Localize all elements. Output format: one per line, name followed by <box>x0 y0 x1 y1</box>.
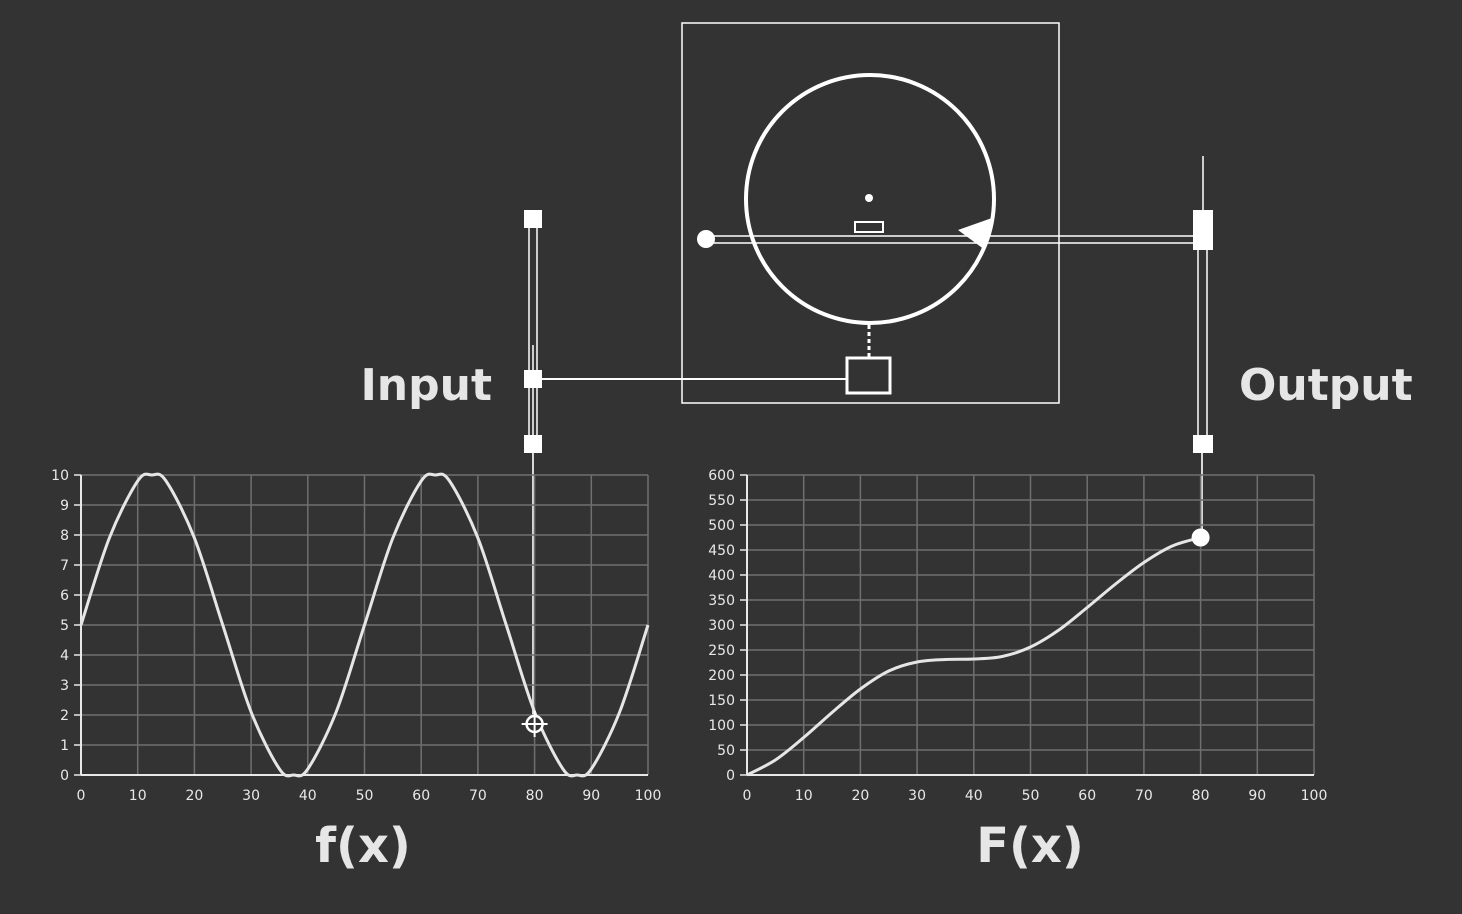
chart-f-y-tick-label: 6 <box>60 588 69 604</box>
chart-F-x-tick-label: 80 <box>1192 788 1210 804</box>
chart-f-x-tick-label: 40 <box>299 788 317 804</box>
chart-f-marker[interactable] <box>521 711 548 737</box>
chart-F: 0 50 100 150 200 250 300 350 400 450 500 550 600 0 10… <box>708 468 1327 874</box>
chart-F-marker[interactable] <box>1191 528 1210 547</box>
chart-f-x-tick-label: 10 <box>129 788 147 804</box>
disc-center-dot <box>865 194 873 202</box>
chart-f-x-tick-label: 90 <box>582 788 600 804</box>
chart-f-y-tick-label: 1 <box>60 738 69 754</box>
chart-f-x-tick-label: 60 <box>412 788 430 804</box>
chart-f-y-tick-label: 2 <box>60 708 69 724</box>
chart-F-x-tick-label: 100 <box>1301 788 1328 804</box>
output-slider <box>1193 156 1213 537</box>
input-top-handle[interactable] <box>524 210 542 228</box>
chart-f-y-ticks: 0 1 2 3 4 5 6 7 8 9 10 <box>51 468 69 784</box>
chart-f-x-tick-label: 80 <box>526 788 544 804</box>
chart-F-x-ticks: 0 10 20 30 40 50 60 70 80 90 100 <box>743 788 1328 804</box>
chart-f-y-tick-label: 0 <box>60 768 69 784</box>
chart-F-y-tick-label: 200 <box>708 668 735 684</box>
chart-F-y-tick-label: 450 <box>708 543 735 559</box>
wheel-carriage <box>854 221 884 233</box>
input-mid-handle[interactable] <box>524 370 542 388</box>
chart-f-x-tick-label: 50 <box>356 788 374 804</box>
chart-F-y-tick-label: 50 <box>717 743 735 759</box>
chart-f-label: f(x) <box>315 818 411 874</box>
chart-f-y-tick-label: 7 <box>60 558 69 574</box>
drive-box <box>845 356 892 395</box>
chart-f-y-tick-label: 5 <box>60 618 69 634</box>
integrator-mechanism <box>533 22 1200 404</box>
chart-F-y-tick-label: 500 <box>708 518 735 534</box>
output-bottom-handle[interactable] <box>1193 435 1213 453</box>
chart-F-x-tick-label: 60 <box>1078 788 1096 804</box>
chart-F-x-tick-label: 40 <box>965 788 983 804</box>
chart-F-y-ticks: 0 50 100 150 200 250 300 350 400 450 500 550 600 <box>708 468 735 784</box>
chart-F-x-tick-label: 70 <box>1135 788 1153 804</box>
integrator-disc <box>744 73 996 325</box>
chart-f-x-tick-label: 70 <box>469 788 487 804</box>
chart-f-x-tick-label: 100 <box>635 788 662 804</box>
chart-F-y-tick-label: 350 <box>708 593 735 609</box>
chart-F-x-tick-label: 0 <box>743 788 752 804</box>
chart-f-x-tick-label: 20 <box>185 788 203 804</box>
chart-F-x-tick-label: 30 <box>908 788 926 804</box>
integrator-frame <box>681 22 1060 404</box>
chart-F-y-tick-label: 400 <box>708 568 735 584</box>
chart-f-y-tick-label: 10 <box>51 468 69 484</box>
chart-f-grid <box>74 474 649 776</box>
chart-F-x-tick-label: 50 <box>1022 788 1040 804</box>
chart-f-y-tick-label: 9 <box>60 498 69 514</box>
chart-f-x-tick-label: 30 <box>242 788 260 804</box>
chart-f-x-ticks: 0 10 20 30 40 50 60 70 80 90 100 <box>77 788 662 804</box>
chart-f-y-tick-label: 4 <box>60 648 69 664</box>
chart-F-y-tick-label: 300 <box>708 618 735 634</box>
carriage-rod <box>706 235 1200 244</box>
chart-F-x-tick-label: 10 <box>795 788 813 804</box>
chart-F-y-tick-label: 250 <box>708 643 735 659</box>
chart-F-label: F(x) <box>976 818 1084 874</box>
chart-F-y-tick-label: 0 <box>726 768 735 784</box>
input-label: Input <box>360 360 492 411</box>
chart-f-y-tick-label: 3 <box>60 678 69 694</box>
chart-f-x-tick-label: 0 <box>77 788 86 804</box>
chart-F-series-line <box>746 536 1202 777</box>
chart-F-x-tick-label: 90 <box>1248 788 1266 804</box>
input-bottom-handle[interactable] <box>524 435 542 453</box>
output-label: Output <box>1239 360 1413 411</box>
input-slider <box>524 210 542 725</box>
chart-F-y-tick-label: 550 <box>708 493 735 509</box>
rod-end-knob[interactable] <box>697 230 715 248</box>
chart-F-grid <box>740 474 1315 776</box>
chart-f: 0 1 2 3 4 5 6 7 8 9 10 0 10 20 30 40 50 60 70 80 90 100 f(x) <box>51 468 661 874</box>
chart-F-marker-dot[interactable] <box>1191 528 1210 547</box>
output-top-handle[interactable] <box>1193 210 1213 250</box>
chart-F-y-tick-label: 150 <box>708 693 735 709</box>
chart-F-y-tick-label: 600 <box>708 468 735 484</box>
chart-F-x-tick-label: 20 <box>851 788 869 804</box>
chart-f-y-tick-label: 8 <box>60 528 69 544</box>
chart-f-series-line <box>79 472 650 778</box>
direction-arrow-icon <box>958 218 992 250</box>
chart-F-y-tick-label: 100 <box>708 718 735 734</box>
